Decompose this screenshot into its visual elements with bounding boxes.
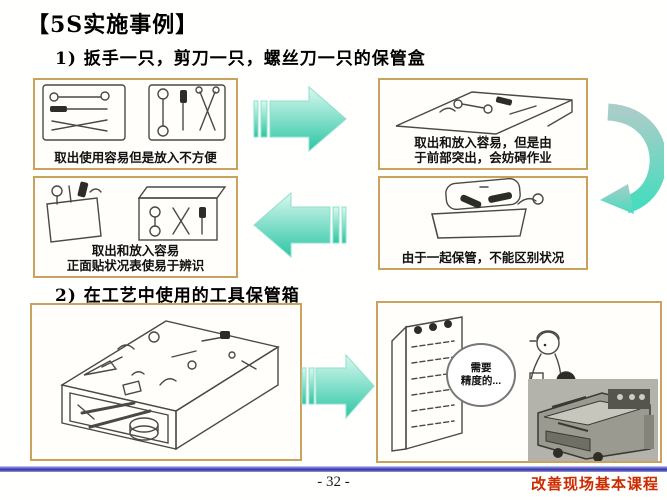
course-label: 改善现场基本课程: [530, 475, 659, 493]
panel-mixed-storage-box: 由于一起保管，不能区别状况: [378, 176, 588, 270]
caption-line-1: 取出和放入容易，但是由: [414, 136, 552, 150]
caption-line-2: 正面贴状况表使易于辨识: [66, 259, 205, 273]
caption-line-1: 取出和放入容易: [91, 244, 180, 258]
slanted-shelf-sketch: [395, 91, 573, 140]
caption: 取出和放入容易 正面贴状况表使易于辨识: [35, 244, 236, 274]
slide-title: 【5S实施事例】: [27, 12, 199, 38]
panel-tray-storage: 取出使用容易但是放入不方便: [33, 78, 238, 170]
striped-right-arrow-icon: [253, 85, 347, 153]
mixed-box-sketch: [431, 178, 544, 239]
caption-line-2: 于前部突出，会妨碍作业: [414, 151, 552, 165]
panel-cabinet-cartoon: 需要 精度的...: [376, 301, 662, 463]
section2-heading: 2) 在工艺中使用的工具保管箱: [55, 286, 300, 306]
tool-cart-photo: [528, 379, 658, 461]
bubble-line-2: 精度的...: [460, 375, 502, 387]
striped-right-arrow-icon: [301, 353, 375, 420]
bubble-line-1: 需要: [470, 361, 492, 374]
curved-down-arrow-icon: [600, 103, 664, 214]
caption: 取出和放入容易，但是由 于前部突出，会妨碍作业: [380, 136, 586, 166]
tool-cart-photo-sketch: [528, 379, 658, 461]
striped-left-arrow-icon: [253, 191, 347, 259]
section1-heading: 1) 扳手一只，剪刀一只，螺丝刀一只的保管盒: [55, 49, 426, 69]
speech-bubble: 需要 精度的...: [446, 343, 516, 407]
tools-tray-sketch: [42, 84, 226, 141]
page-number: - 32 -: [317, 474, 350, 490]
caption: 取出使用容易但是放入不方便: [54, 151, 217, 165]
labeled-box-sketch: [46, 181, 227, 243]
large-toolbox-sketch: [60, 320, 280, 451]
footer-divider-line: [0, 466, 667, 472]
panel-large-toolbox: [30, 303, 302, 461]
caption: 由于一起保管，不能区别状况: [401, 251, 565, 265]
panel-slanted-shelf: 取出和放入容易，但是由 于前部突出，会妨碍作业: [378, 78, 588, 170]
panel-labeled-box: 取出和放入容易 正面贴状况表使易于辨识: [33, 176, 238, 278]
